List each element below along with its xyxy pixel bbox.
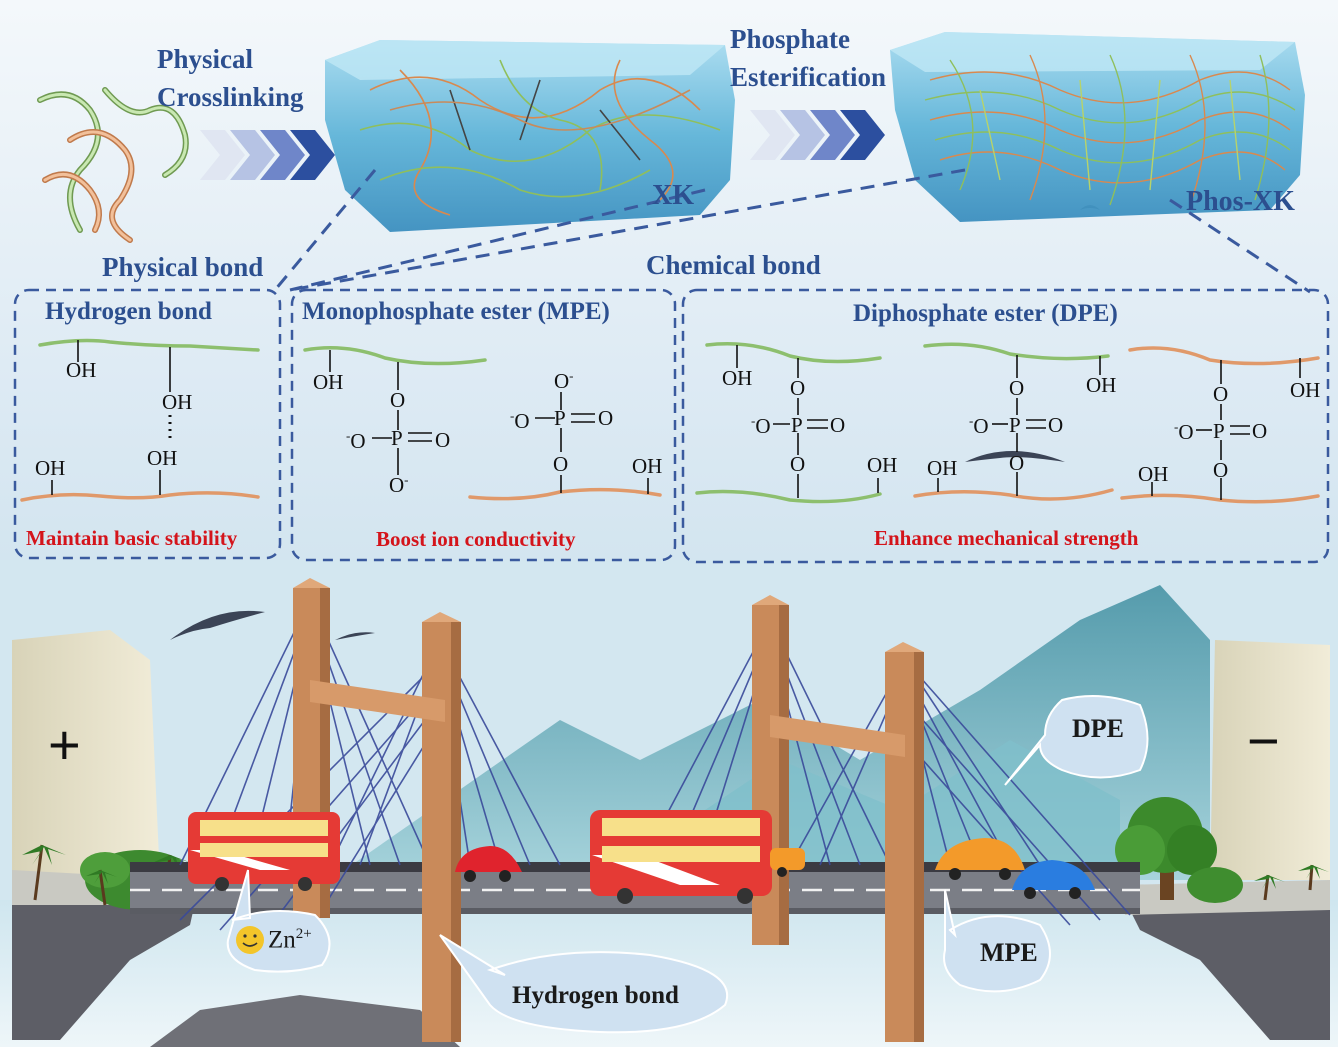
bird bbox=[170, 610, 265, 640]
chem-o-minus: -O bbox=[346, 428, 366, 453]
electrode-plus-sign: + bbox=[48, 713, 81, 776]
bubble-hydrogen-bond: Hydrogen bond bbox=[512, 982, 679, 1009]
chem-oh: OH bbox=[867, 453, 898, 477]
zinc-ion-smiley bbox=[236, 926, 264, 954]
bubble-mpe: MPE bbox=[980, 938, 1038, 967]
panel-hydrogen-title: Hydrogen bond bbox=[45, 298, 212, 325]
chem-o: O bbox=[830, 413, 846, 437]
car-blue bbox=[1012, 860, 1095, 899]
arrow-phosphate bbox=[750, 110, 885, 160]
car-small-orange bbox=[770, 848, 805, 877]
chem-o: O bbox=[1252, 419, 1268, 443]
chem-p: P bbox=[391, 426, 403, 450]
chem-o: O bbox=[435, 428, 451, 452]
electrode-minus-sign: − bbox=[1247, 709, 1280, 772]
label-physical-bond: Physical bond bbox=[102, 252, 264, 282]
chem-o-minus: -O bbox=[751, 413, 771, 438]
chem-oh: OH bbox=[1086, 373, 1117, 397]
bubble-dpe: DPE bbox=[1072, 714, 1124, 743]
phos-xk-gel bbox=[890, 32, 1305, 222]
chem-o: O bbox=[1213, 382, 1229, 406]
chem-p: P bbox=[791, 413, 803, 437]
chem-oh: OH bbox=[313, 370, 344, 394]
chem-o: O bbox=[598, 406, 614, 430]
label-phos-xk: Phos-XK bbox=[1186, 186, 1295, 217]
arrow-physical bbox=[200, 130, 335, 180]
label-phosphate-line1: Phosphate bbox=[730, 24, 851, 54]
chem-o-minus: -O bbox=[510, 408, 530, 433]
chem-p: P bbox=[1009, 413, 1021, 437]
right-cliff bbox=[1210, 640, 1330, 880]
panel-mpe-title: Monophosphate ester (MPE) bbox=[302, 298, 610, 325]
caption-mpe: Boost ion conductivity bbox=[376, 527, 576, 551]
chem-o: O bbox=[1009, 451, 1025, 475]
chem-o: O bbox=[1009, 376, 1025, 400]
label-phosphate-line2: Esterification bbox=[730, 62, 886, 92]
chem-o-minus: O- bbox=[389, 472, 409, 497]
bus-middle bbox=[590, 810, 772, 904]
bridge-towers bbox=[293, 578, 924, 1042]
chem-oh: OH bbox=[1290, 378, 1321, 402]
chem-oh: OH bbox=[162, 390, 193, 414]
projection-lines bbox=[273, 168, 1311, 294]
bubble-zn-ion: Zn2+ bbox=[268, 926, 312, 954]
label-xk: XK bbox=[652, 180, 694, 211]
chem-p: P bbox=[554, 406, 566, 430]
car-red bbox=[455, 846, 522, 882]
car-orange bbox=[935, 838, 1025, 880]
chem-oh: OH bbox=[1138, 462, 1169, 486]
label-physical-line2: Crosslinking bbox=[157, 82, 304, 112]
chem-o: O bbox=[790, 452, 806, 476]
chem-o-minus: -O bbox=[1174, 419, 1194, 444]
chem-oh: OH bbox=[722, 366, 753, 390]
chem-oh: OH bbox=[927, 456, 958, 480]
chem-oh: OH bbox=[35, 456, 66, 480]
caption-dpe: Enhance mechanical strength bbox=[874, 526, 1139, 550]
chem-oh: OH bbox=[66, 358, 97, 382]
chem-o-minus: -O bbox=[969, 413, 989, 438]
caption-hydrogen: Maintain basic stability bbox=[26, 526, 238, 550]
chem-o: O bbox=[1048, 413, 1064, 437]
label-physical-line1: Physical bbox=[157, 44, 254, 74]
polymer-chains bbox=[37, 87, 189, 243]
left-cliff bbox=[12, 630, 160, 880]
chem-o-minus: O- bbox=[554, 368, 574, 393]
speech-bubbles bbox=[226, 695, 1149, 1034]
chem-o: O bbox=[553, 452, 569, 476]
chem-o: O bbox=[790, 376, 806, 400]
chem-oh: OH bbox=[147, 446, 178, 470]
chem-p: P bbox=[1213, 419, 1225, 443]
panel-frames bbox=[13, 288, 1330, 564]
xk-gel bbox=[325, 40, 735, 232]
panel-dpe-title: Diphosphate ester (DPE) bbox=[853, 300, 1118, 327]
chem-o: O bbox=[1213, 458, 1229, 482]
chem-o: O bbox=[390, 388, 406, 412]
bus-left bbox=[188, 812, 340, 891]
chem-oh: OH bbox=[632, 454, 663, 478]
label-chemical-bond: Chemical bond bbox=[646, 250, 821, 280]
